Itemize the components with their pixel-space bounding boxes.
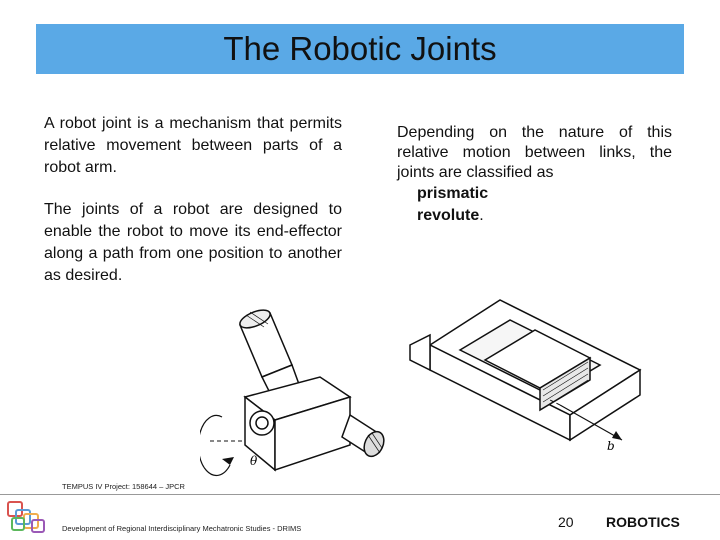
tempus-logo-icon bbox=[7, 501, 45, 533]
footer-divider bbox=[0, 494, 720, 495]
joint-type-prismatic: prismatic bbox=[417, 185, 489, 202]
slide-title: The Robotic Joints bbox=[223, 30, 497, 67]
footer-brand: ROBOTICS bbox=[606, 514, 680, 530]
left-column: A robot joint is a mechanism that permit… bbox=[44, 113, 342, 307]
paragraph-definition: A robot joint is a mechanism that permit… bbox=[44, 115, 342, 176]
joint-type-revolute: revolute. bbox=[417, 207, 484, 224]
joint-type-list: prismatic revolute. bbox=[417, 183, 672, 227]
paragraph-classification: Depending on the nature of this relative… bbox=[397, 124, 672, 181]
footer-program: Development of Regional Interdisciplinar… bbox=[62, 524, 302, 533]
footer-project: TEMPUS IV Project: 158644 – JPCR bbox=[62, 482, 185, 491]
revolute-joint-figure: θ bbox=[200, 309, 385, 477]
prismatic-displacement-label: b bbox=[607, 439, 615, 453]
paragraph-purpose: The joints of a robot are designed to en… bbox=[44, 201, 342, 284]
prismatic-joint-figure: b bbox=[409, 299, 642, 453]
right-column: Depending on the nature of this relative… bbox=[397, 123, 672, 227]
title-bar: The Robotic Joints bbox=[36, 24, 684, 74]
revolute-angle-label: θ bbox=[250, 454, 258, 468]
page-number: 20 bbox=[558, 514, 574, 530]
